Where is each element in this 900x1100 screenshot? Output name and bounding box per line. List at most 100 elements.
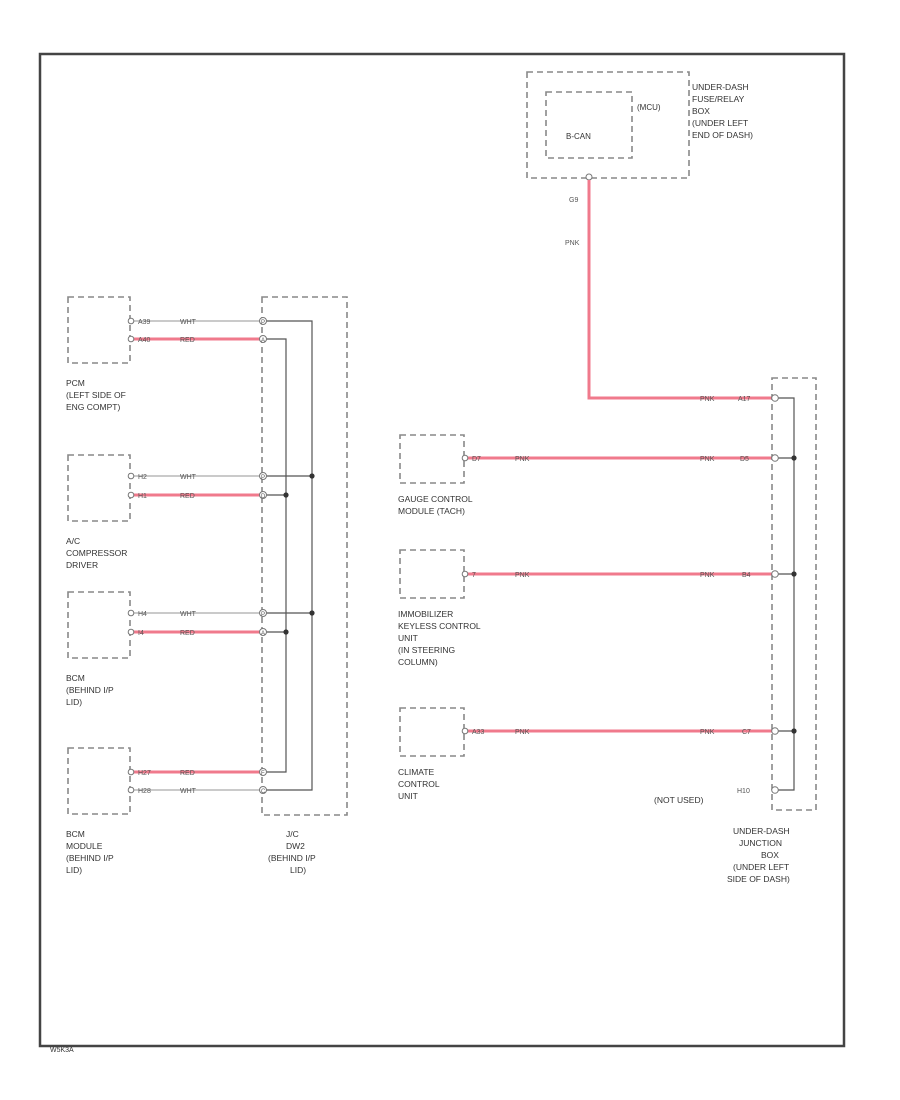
pin [461, 454, 469, 462]
junction-label-5: SIDE OF DASH) [727, 874, 790, 884]
bcm-module-color-1: RED [180, 770, 195, 777]
jc-pin [259, 472, 267, 480]
jc-pin-label: P [261, 475, 265, 481]
pcm-label-3: ENG COMPT) [66, 402, 120, 412]
pcm-pin-2: A40 [138, 337, 151, 344]
fuse-pin-label: G9 [569, 197, 578, 204]
jc-pins [259, 317, 267, 794]
fuse-box-label-1: UNDER-DASH [692, 82, 749, 92]
bcm-module-label: BCM MODULE (BEHIND I/P LID) [66, 829, 114, 875]
fuse-tag: (MCU) [637, 103, 661, 112]
immobilizer-label-4: (IN STEERING [398, 645, 455, 655]
fuse-outline [545, 91, 633, 159]
jc-pin-labels: P A P D P A F C [261, 320, 266, 795]
climate-pin: A33 [472, 729, 485, 736]
immobilizer-unit-box [399, 549, 465, 599]
junction-pin-label: D5 [740, 456, 749, 463]
immobilizer-label-5: COLUMN) [398, 657, 438, 667]
bcm-pin-1: H4 [138, 611, 147, 618]
jc-pin-label: A [261, 631, 265, 637]
climate-label-3: UNIT [398, 791, 418, 801]
junction-pin-label: C7 [742, 729, 751, 736]
junction-pin [771, 727, 779, 735]
junction-wire-label: PNK [700, 729, 715, 736]
fuse-box-label-2: FUSE/RELAY [692, 94, 745, 104]
junction-box-label: UNDER-DASH JUNCTION BOX (UNDER LEFT SIDE… [727, 826, 790, 884]
junction-pin-label: A17 [738, 396, 751, 403]
jc-pin-label: P [261, 320, 265, 326]
junction-label-2: JUNCTION [739, 838, 782, 848]
jc-pin-label: P [261, 612, 265, 618]
pin [127, 472, 135, 480]
jc-bus-red [266, 338, 287, 773]
jc-dw2-box [261, 296, 348, 816]
pin [127, 628, 135, 636]
ac-driver-label-3: DRIVER [66, 560, 98, 570]
climate-control-unit-box [399, 707, 465, 757]
immobilizer-label-1: IMMOBILIZER [398, 609, 453, 619]
bcm-module-pin-1: H27 [138, 770, 151, 777]
gauge-label-1: GAUGE CONTROL [398, 494, 473, 504]
not-used-label: (NOT USED) [654, 795, 704, 805]
pcm-label-2: (LEFT SIDE OF [66, 390, 126, 400]
bcm-module-label-3: (BEHIND I/P [66, 853, 114, 863]
pin [127, 768, 135, 776]
pcm-color-2: RED [180, 337, 195, 344]
ac-driver-label: A/C COMPRESSOR DRIVER [66, 536, 127, 570]
fuse-name: B-CAN [566, 132, 591, 141]
immobilizer-label-2: KEYLESS CONTROL [398, 621, 481, 631]
gauge-control-label: GAUGE CONTROL MODULE (TACH) [398, 494, 473, 516]
pin [127, 335, 135, 343]
ac-color-1: WHT [180, 474, 197, 481]
immobilizer-wire-color: PNK [515, 572, 530, 579]
pcm-label-1: PCM [66, 378, 85, 388]
junction-label-1: UNDER-DASH [733, 826, 790, 836]
bcm-module-label-4: LID) [66, 865, 82, 875]
jc-pin-label: C [261, 789, 266, 795]
gauge-wire-color: PNK [515, 456, 530, 463]
bcm-pin-2: I4 [138, 630, 144, 637]
jc-label-2: DW2 [286, 841, 305, 851]
junction-label-3: BOX [761, 850, 779, 860]
junction-box-outline [771, 377, 817, 811]
bcm-module-color-2: WHT [180, 788, 197, 795]
gauge-control-module-box [399, 434, 465, 484]
splice-dot [791, 571, 797, 577]
pin [127, 609, 135, 617]
ac-pin-1: H2 [138, 474, 147, 481]
immobilizer-label: IMMOBILIZER KEYLESS CONTROL UNIT (IN STE… [398, 609, 481, 667]
jc-pin [259, 491, 267, 499]
bcm-box [67, 591, 131, 659]
junction-pin-label: B4 [742, 572, 751, 579]
fuse-pin [585, 173, 593, 181]
pin [127, 317, 135, 325]
gauge-pin: D7 [472, 456, 481, 463]
jc-pin-label: F [261, 771, 265, 777]
junction-pin [771, 786, 779, 794]
ac-color-2: RED [180, 493, 195, 500]
splice-dot [283, 492, 289, 498]
jc-bus-white [266, 320, 313, 791]
bcm-module-label-1: BCM [66, 829, 85, 839]
jc-label-1: J/C [286, 829, 299, 839]
climate-control-label: CLIMATE CONTROL UNIT [398, 767, 440, 801]
gauge-label-2: MODULE (TACH) [398, 506, 465, 516]
bcm-label: BCM (BEHIND I/P LID) [66, 673, 114, 707]
splice-dot [309, 610, 315, 616]
junction-label-4: (UNDER LEFT [733, 862, 789, 872]
immobilizer-pin: 7 [472, 572, 476, 579]
ac-compressor-driver-box [67, 454, 131, 522]
junction-pin [771, 394, 779, 402]
climate-label-1: CLIMATE [398, 767, 435, 777]
bcm-color-2: RED [180, 630, 195, 637]
fuse-box-outline [526, 71, 690, 179]
ac-driver-label-1: A/C [66, 536, 80, 546]
power-feed-wire [587, 180, 772, 400]
bcm-module-pin-2: H28 [138, 788, 151, 795]
jc-pin [259, 768, 267, 776]
splice-dot [791, 455, 797, 461]
fuse-wire-label: PNK [565, 240, 580, 247]
splice-dot [791, 728, 797, 734]
junction-pin [771, 454, 779, 462]
